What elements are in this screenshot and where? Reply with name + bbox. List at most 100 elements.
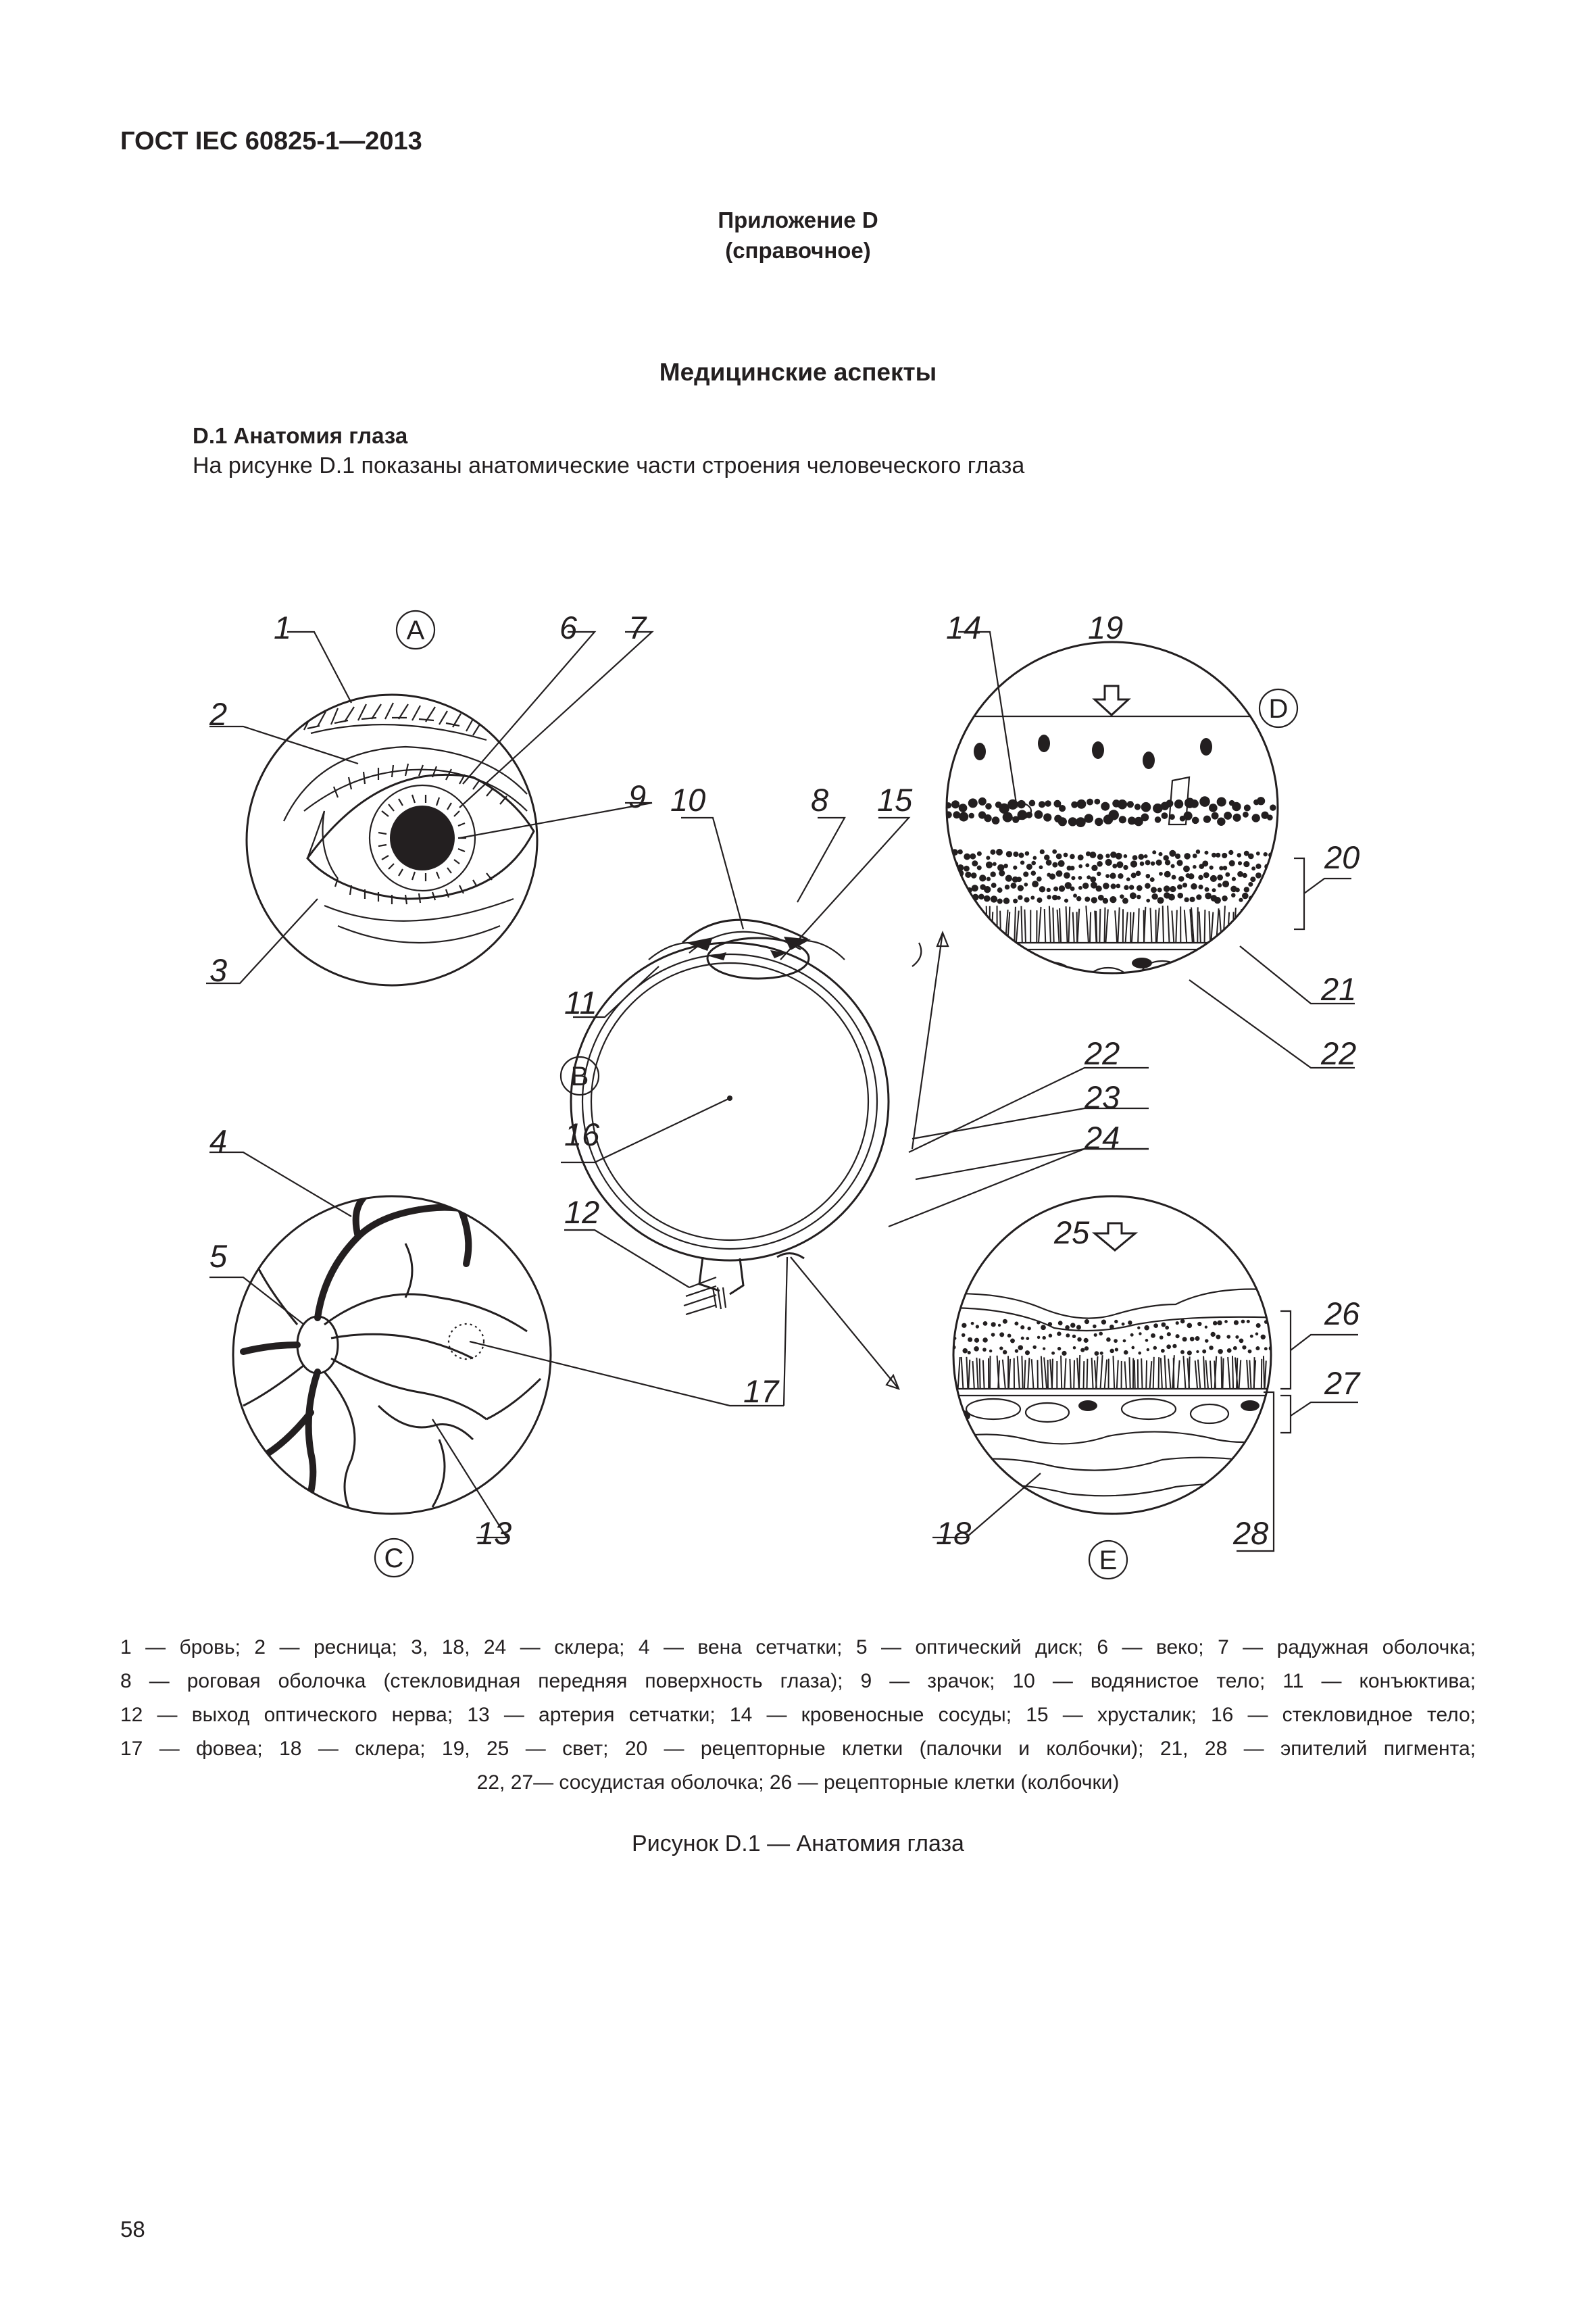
cell-texture-dot — [1078, 854, 1084, 860]
cell-texture-dot — [1272, 1319, 1276, 1323]
cell-texture-dot — [1018, 810, 1028, 820]
cell-texture-dot — [1040, 850, 1045, 854]
legend-line: 1 — бровь; 2 — ресница; 3, 18, 24 — скле… — [120, 1631, 1476, 1665]
cell-texture-dot — [1132, 855, 1138, 860]
cell-texture-dot — [985, 803, 992, 810]
cell-texture-dot — [1195, 1336, 1200, 1341]
cell-texture-stroke — [947, 910, 950, 943]
cell-texture-dot — [1112, 864, 1117, 868]
cell-texture-dot — [1244, 887, 1249, 892]
cell-texture-dot — [945, 852, 952, 859]
cell-texture-stroke — [1141, 1358, 1142, 1389]
cell-texture-dot — [1166, 1344, 1171, 1349]
cell-texture-stroke — [1233, 912, 1234, 943]
cell-texture-stroke — [1044, 1357, 1047, 1389]
cell-texture-dot — [1248, 882, 1253, 887]
cell-texture-dot — [1140, 862, 1145, 866]
cell-texture-dot — [1205, 893, 1212, 900]
cell-texture-stroke — [953, 912, 954, 943]
cell-texture-dot — [1105, 859, 1112, 866]
cell-texture-dot — [1114, 1320, 1118, 1323]
cell-texture-dot — [1161, 1323, 1166, 1327]
cell-texture-dot — [1243, 861, 1249, 867]
cell-texture-dot — [968, 1351, 971, 1354]
cell-texture-stroke — [1024, 1360, 1026, 1389]
panel-e-fovea-detail — [932, 1196, 1358, 1551]
cell-texture-dot — [1170, 886, 1176, 892]
cell-texture-dot — [1197, 1322, 1201, 1326]
cell-texture-stroke — [966, 1357, 968, 1389]
cell-texture-dot — [1047, 895, 1051, 899]
label-8: 8 — [811, 782, 828, 818]
cell-texture-stroke — [962, 1357, 964, 1389]
cell-texture-dot — [1180, 1319, 1185, 1324]
cell-texture-dot — [999, 870, 1005, 876]
cell-texture-dot — [1095, 1351, 1099, 1356]
cell-texture-dot — [976, 1325, 979, 1328]
cell-texture-dot — [974, 1338, 979, 1343]
cell-texture-dot — [1101, 802, 1109, 811]
cell-texture-dot — [1052, 850, 1057, 854]
cell-texture-dot — [1122, 1323, 1125, 1326]
cell-texture-dot — [1018, 895, 1022, 900]
cell-texture-stroke — [971, 912, 972, 943]
cell-texture-dot — [1126, 877, 1130, 881]
cell-texture-dot — [1233, 814, 1241, 822]
cell-texture-dot — [974, 1346, 979, 1352]
cell-texture-dot — [1018, 885, 1024, 891]
cell-texture-dot — [1020, 1325, 1024, 1329]
cell-texture-stroke — [1146, 1360, 1147, 1389]
cell-texture-dot — [1010, 1338, 1015, 1343]
cell-texture-dot — [991, 895, 997, 902]
cell-texture-dot — [1204, 851, 1208, 855]
cell-texture-dot — [1218, 1349, 1223, 1354]
cell-texture-dot — [1003, 1319, 1007, 1324]
panel-b-eye-cross-section — [561, 818, 921, 1314]
cell-texture-dot — [1084, 1319, 1089, 1324]
cell-texture-dot — [1024, 897, 1030, 903]
cell-texture-dot — [1184, 897, 1189, 902]
cell-texture-dot — [1217, 1321, 1222, 1325]
cell-texture-dot — [1073, 893, 1077, 897]
cell-texture-dot — [944, 1344, 949, 1349]
cell-texture-dot — [1247, 1320, 1250, 1323]
cell-texture-stroke — [1086, 906, 1089, 943]
cell-texture-stroke — [991, 912, 993, 943]
cell-texture-dot — [1176, 1321, 1179, 1325]
figure-caption: Рисунок D.1 — Анатомия глаза — [0, 1831, 1596, 1857]
cell-texture-dot — [1078, 864, 1082, 868]
cell-texture-stroke — [1205, 1360, 1207, 1389]
cell-texture-stroke — [1268, 909, 1271, 943]
cell-texture-dot — [1166, 799, 1173, 807]
cell-texture-dot — [1114, 1339, 1118, 1343]
cell-texture-dot — [1183, 866, 1190, 872]
cell-texture-dot — [1033, 856, 1037, 860]
cell-texture-stroke — [1101, 1355, 1103, 1389]
cell-texture-dot — [1041, 1325, 1046, 1330]
cell-texture-dot — [1058, 1321, 1063, 1325]
cell-texture-dot — [1255, 864, 1261, 869]
cell-texture-dot — [1158, 852, 1162, 856]
cell-texture-dot — [1044, 855, 1050, 861]
cell-texture-dot — [989, 1350, 992, 1352]
cell-texture-dot — [1145, 883, 1151, 889]
cell-texture-dot — [1256, 1323, 1261, 1328]
cell-texture-dot — [1037, 897, 1042, 903]
cell-texture-dot — [1164, 885, 1170, 892]
label-26: 26 — [1324, 1296, 1360, 1331]
cell-texture-stroke — [1132, 912, 1134, 943]
cell-texture-dot — [953, 883, 959, 889]
cell-texture-dot — [1229, 860, 1235, 866]
cell-texture-dot — [1128, 1321, 1132, 1325]
cell-texture-dot — [969, 813, 974, 818]
cell-texture-dot — [1120, 894, 1124, 899]
cell-texture-dot — [1264, 886, 1269, 891]
cell-texture-dot — [1232, 802, 1241, 811]
cell-texture-dot — [1250, 1335, 1253, 1338]
cell-texture-dot — [1024, 883, 1028, 887]
legend-line: 22, 27— сосудистая оболочка; 26 — рецепт… — [120, 1766, 1476, 1800]
cell-texture-dot — [1032, 881, 1039, 887]
cell-texture-dot — [1172, 875, 1176, 880]
cell-texture-dot — [1176, 860, 1182, 866]
cell-texture-dot — [1042, 1336, 1045, 1339]
